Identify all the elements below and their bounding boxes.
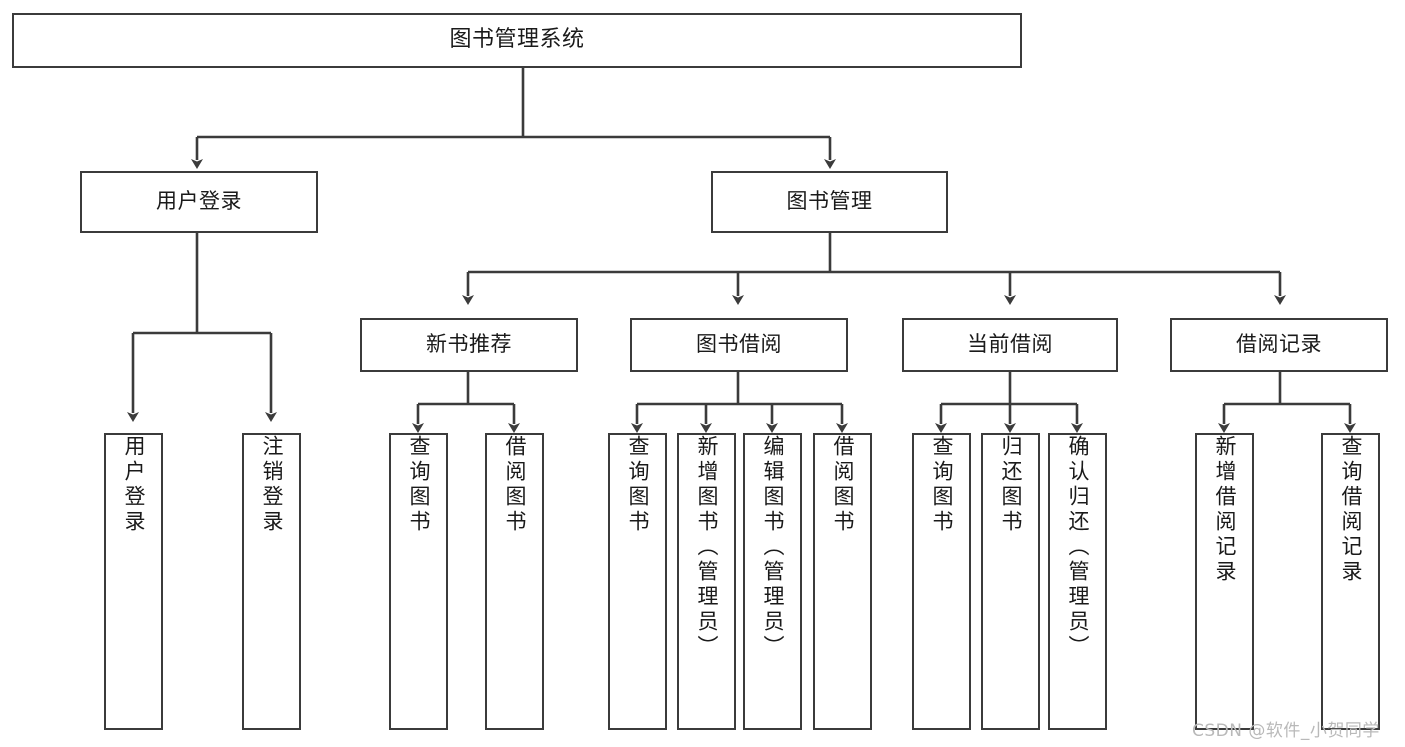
leaf-book-borrow-edit[interactable]: 编辑图书（管理员） <box>743 433 802 730</box>
leaf-current-borrow-confirm[interactable]: 确认归还（管理员） <box>1048 433 1107 730</box>
leaf-borrow-record-add-label: 新增借阅记录 <box>1213 435 1237 585</box>
node-new-book-recommend[interactable]: 新书推荐 <box>360 318 578 372</box>
node-book-borrow-label: 图书借阅 <box>696 332 782 357</box>
leaf-book-borrow-query-label: 查询图书 <box>626 435 650 535</box>
node-book-management[interactable]: 图书管理 <box>711 171 948 233</box>
node-current-borrow-label: 当前借阅 <box>967 332 1053 357</box>
node-book-management-label: 图书管理 <box>786 189 873 214</box>
leaf-book-borrow-borrow[interactable]: 借阅图书 <box>813 433 872 730</box>
leaf-borrow-record-query-label: 查询借阅记录 <box>1339 435 1363 585</box>
leaf-book-borrow-edit-label: 编辑图书（管理员） <box>761 435 785 660</box>
node-new-book-recommend-label: 新书推荐 <box>426 332 512 357</box>
node-user-login-label: 用户登录 <box>156 189 242 214</box>
node-root-system[interactable]: 图书管理系统 <box>12 13 1022 68</box>
leaf-borrow-record-query[interactable]: 查询借阅记录 <box>1321 433 1380 730</box>
leaf-book-borrow-query[interactable]: 查询图书 <box>608 433 667 730</box>
leaf-current-borrow-return-label: 归还图书 <box>999 435 1023 535</box>
leaf-current-borrow-return[interactable]: 归还图书 <box>981 433 1040 730</box>
leaf-borrow-record-add[interactable]: 新增借阅记录 <box>1195 433 1254 730</box>
node-user-login[interactable]: 用户登录 <box>80 171 318 233</box>
node-root-system-label: 图书管理系统 <box>449 27 585 53</box>
leaf-new-book-query-label: 查询图书 <box>407 435 431 535</box>
leaf-user-login-signout[interactable]: 注销登录 <box>242 433 301 730</box>
leaf-book-borrow-add[interactable]: 新增图书（管理员） <box>677 433 736 730</box>
node-borrow-record-label: 借阅记录 <box>1236 332 1322 357</box>
node-book-borrow[interactable]: 图书借阅 <box>630 318 848 372</box>
leaf-user-login-signin[interactable]: 用户登录 <box>104 433 163 730</box>
node-current-borrow[interactable]: 当前借阅 <box>902 318 1118 372</box>
leaf-new-book-query[interactable]: 查询图书 <box>389 433 448 730</box>
node-borrow-record[interactable]: 借阅记录 <box>1170 318 1388 372</box>
leaf-new-book-borrow-label: 借阅图书 <box>503 435 527 535</box>
leaf-user-login-signout-label: 注销登录 <box>260 435 284 535</box>
leaf-user-login-signin-label: 用户登录 <box>122 435 146 535</box>
leaf-current-borrow-query-label: 查询图书 <box>930 435 954 535</box>
leaf-book-borrow-borrow-label: 借阅图书 <box>831 435 855 535</box>
leaf-book-borrow-add-label: 新增图书（管理员） <box>695 435 719 660</box>
leaf-new-book-borrow[interactable]: 借阅图书 <box>485 433 544 730</box>
leaf-current-borrow-query[interactable]: 查询图书 <box>912 433 971 730</box>
leaf-current-borrow-confirm-label: 确认归还（管理员） <box>1066 435 1090 660</box>
